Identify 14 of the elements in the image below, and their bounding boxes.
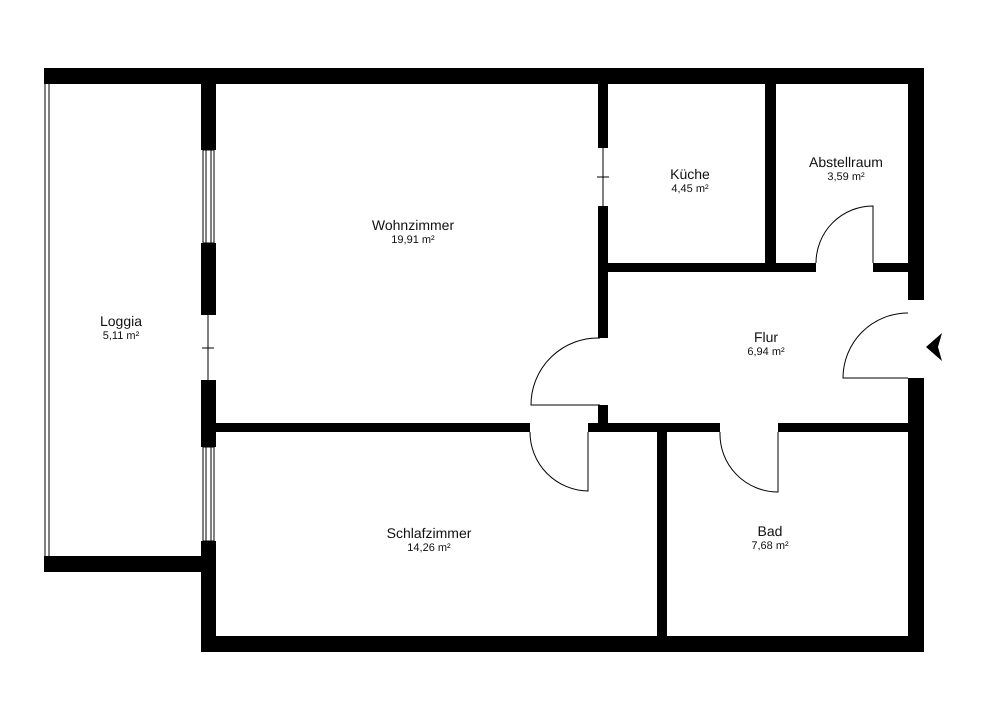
room-name: Küche bbox=[670, 166, 710, 182]
room-size: 3,59 m² bbox=[827, 171, 865, 183]
room-size: 6,94 m² bbox=[747, 346, 785, 358]
room-name: Schlafzimmer bbox=[386, 525, 472, 541]
room-name: Wohnzimmer bbox=[372, 217, 454, 233]
room-name: Flur bbox=[754, 329, 778, 345]
room-name: Loggia bbox=[100, 313, 142, 329]
room-size: 5,11 m² bbox=[102, 330, 140, 342]
room-name: Bad bbox=[758, 523, 782, 539]
room-name: Abstellraum bbox=[809, 154, 883, 170]
room-size: 19,91 m² bbox=[391, 234, 435, 246]
room-size: 7,68 m² bbox=[751, 540, 789, 552]
room-size: 14,26 m² bbox=[407, 542, 451, 554]
room-size: 4,45 m² bbox=[671, 183, 709, 195]
